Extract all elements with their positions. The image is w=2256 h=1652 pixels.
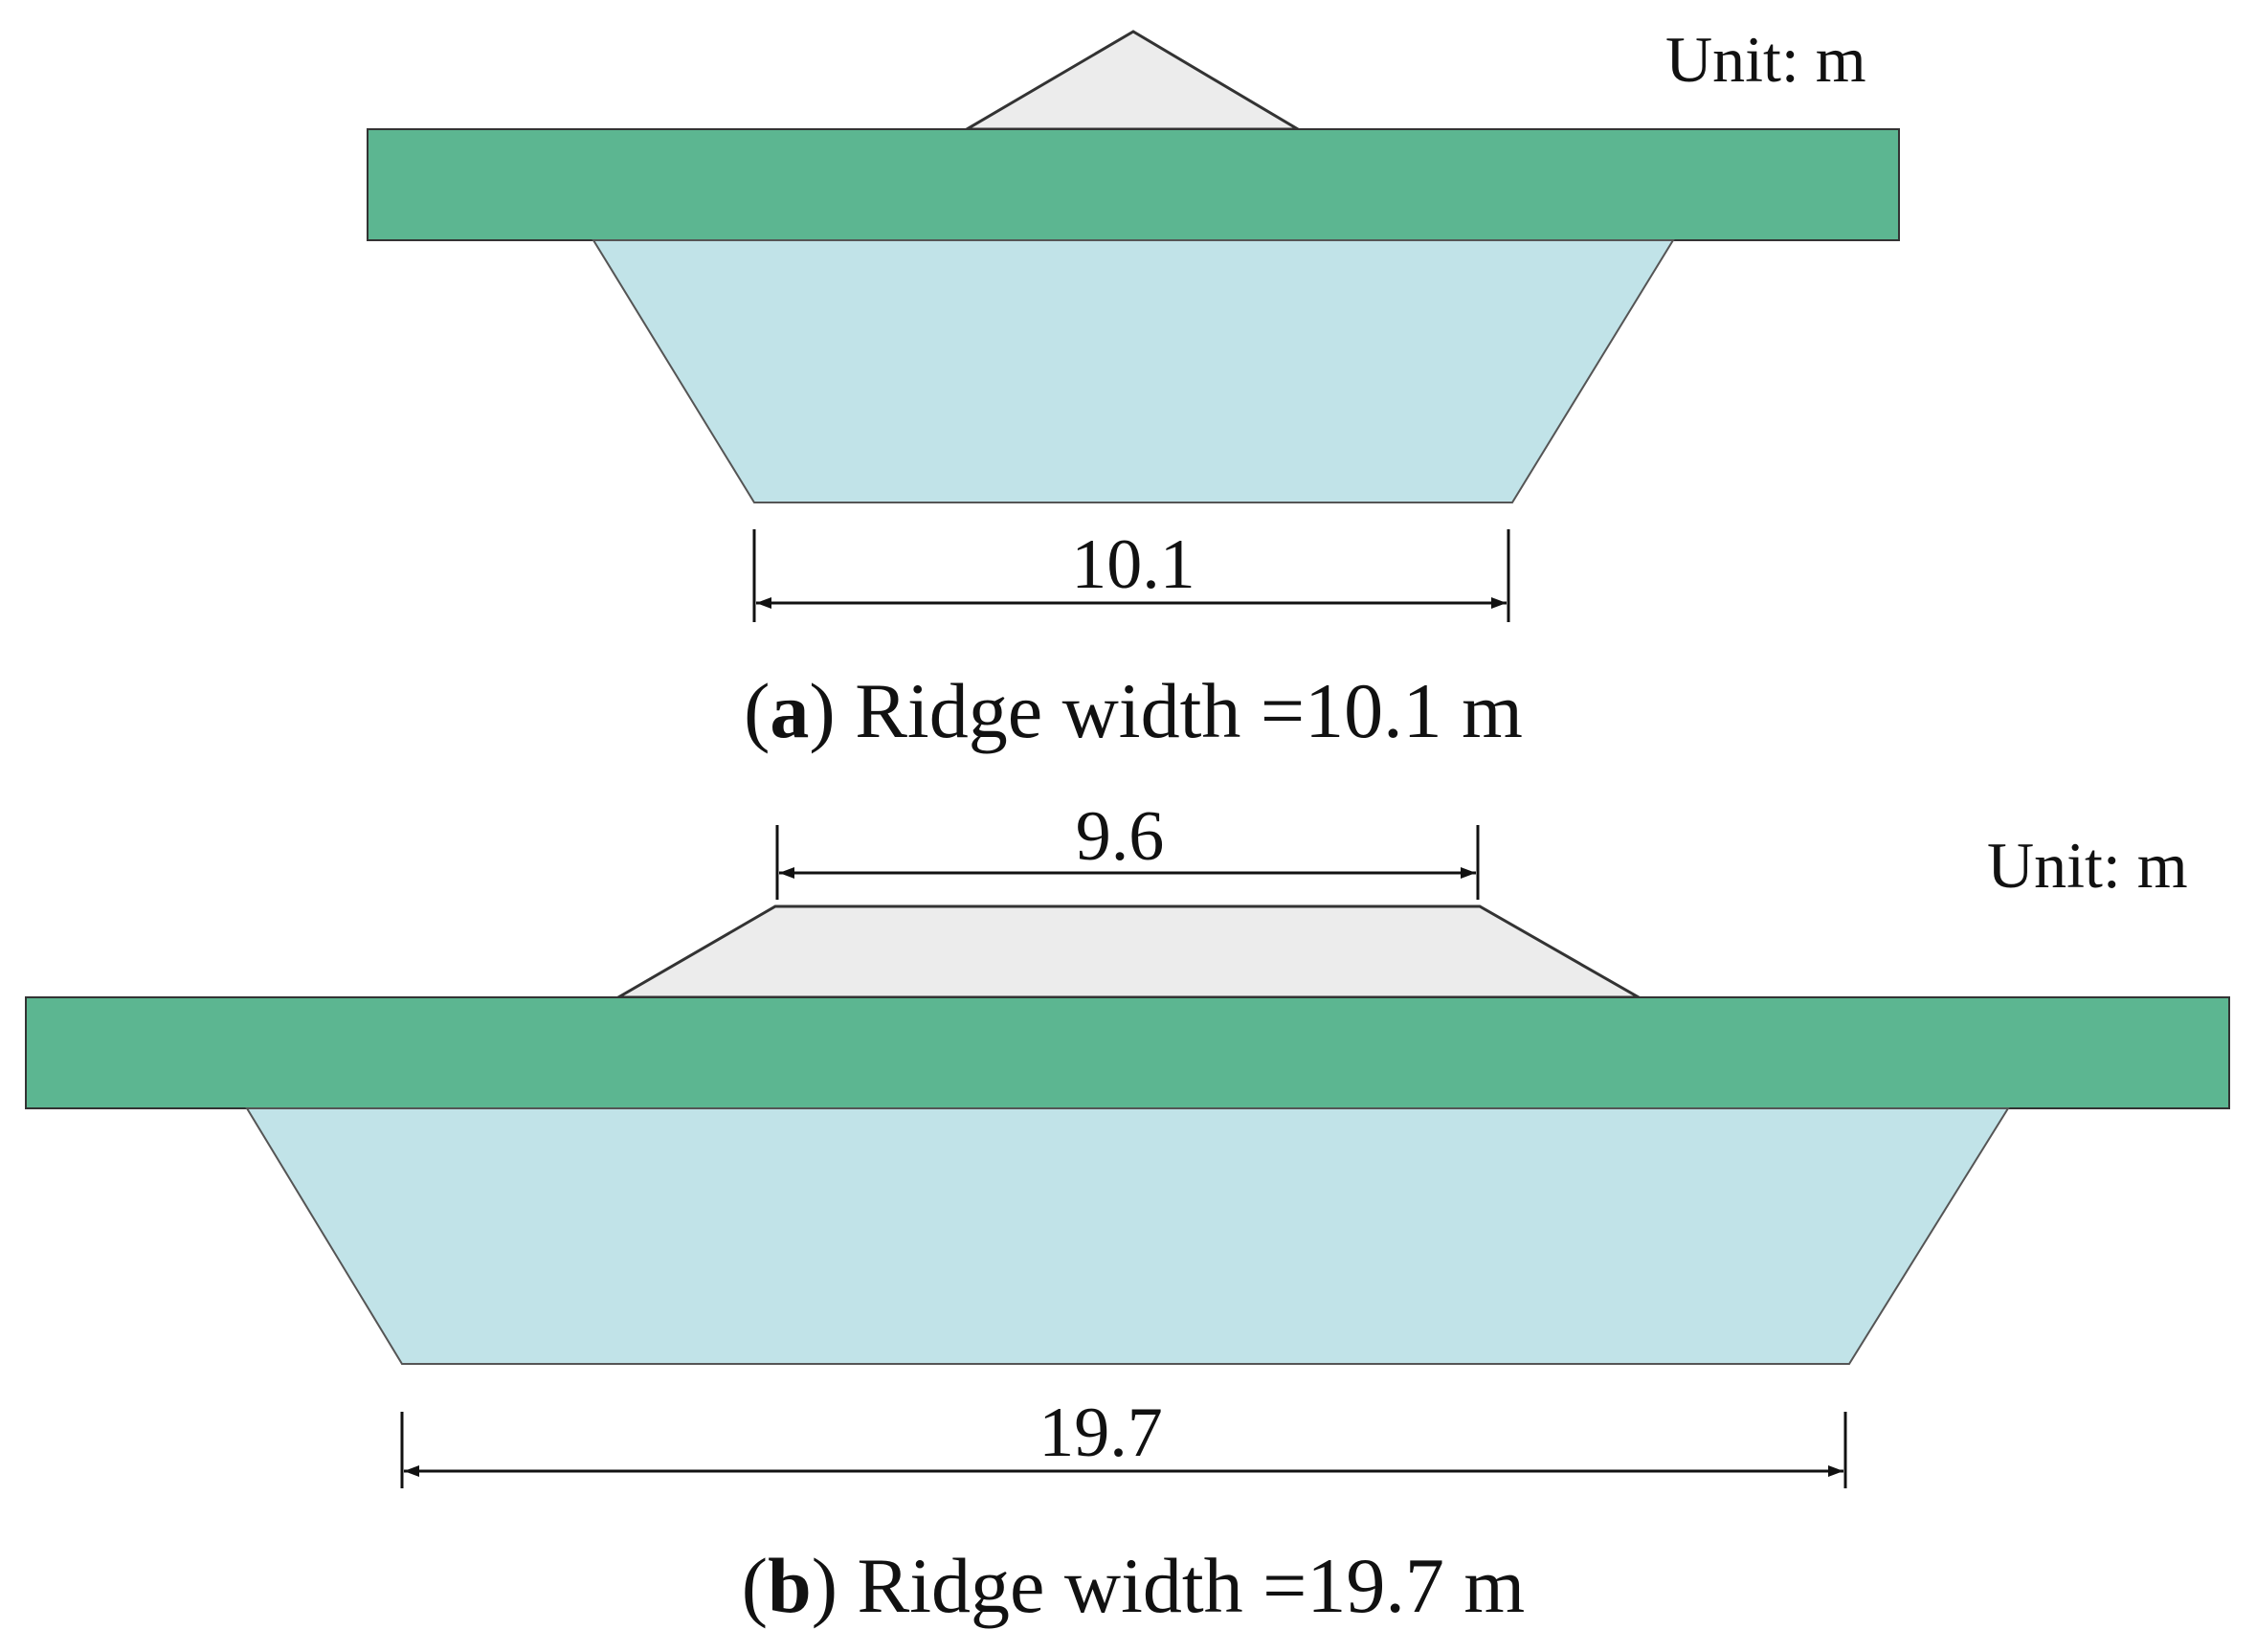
panel-a-bottom-dimension-label: 10.1 [1071,525,1195,604]
panel-b-trench [245,1107,2010,1365]
panel-b-unit-label: Unit: m [1987,829,2188,902]
panel-a-caption-letter: a [770,667,809,754]
panel-a-unit-label: Unit: m [1665,23,1866,96]
panel-b-caption-letter: b [768,1542,812,1629]
panel-a-slab [367,128,1900,241]
panel-a-bottom-dimension: 10.1 [752,525,1510,622]
panel-a-caption-text: Ridge width =10.1 m [855,667,1523,754]
panel-b-caption: (b) Ridge width =19.7 m [742,1542,1525,1629]
panel-a-caption: (a) Ridge width =10.1 m [744,667,1523,754]
panel-a: Unit: m 10.1 (a) Ridge width =10.1 m [367,23,1900,754]
panel-b-bottom-dimension-label: 19.7 [1039,1394,1163,1472]
panel-b-top-dimension-label: 9.6 [1076,797,1165,876]
panel-b-top-dimension: 9.6 [775,797,1480,900]
panel-b-bottom-dimension: 19.7 [400,1394,1847,1488]
panel-b-ridge [613,904,1644,999]
panel-a-trench [592,239,1675,503]
panel-b-slab [25,996,2230,1109]
panel-b-caption-text: Ridge width =19.7 m [858,1542,1526,1629]
panel-b: Unit: m 9.6 19.7 (b) Ridge width =19.7 m [25,797,2230,1629]
panel-a-ridge [961,30,1304,131]
